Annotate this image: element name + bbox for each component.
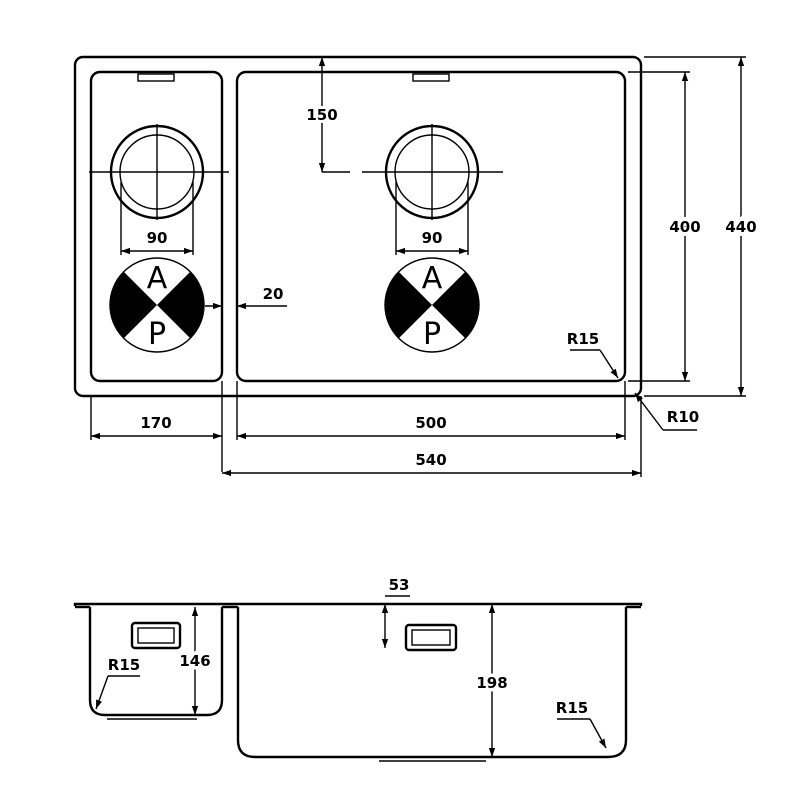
large-bowl-radius-label: R15 bbox=[556, 699, 588, 717]
overall-height-label: 440 bbox=[725, 218, 756, 236]
outer-radius-callout: R10 bbox=[634, 392, 699, 431]
large-waste-dimension: 90 bbox=[395, 182, 469, 255]
overall-width-label: 540 bbox=[415, 451, 446, 469]
large-bowl-overflow bbox=[404, 623, 458, 652]
small-bowl-overflow-slot bbox=[137, 73, 175, 82]
sink-outer-outline bbox=[73, 55, 643, 398]
large-bowl-radius-callout: R15 bbox=[556, 699, 607, 749]
large-bowl-depth-dimension: 198 bbox=[473, 604, 511, 757]
inner-radius-callout: R15 bbox=[567, 330, 619, 379]
small-bowl-width-label: 170 bbox=[140, 414, 171, 432]
small-bowl-waste bbox=[89, 124, 229, 220]
large-bowl-ap-plate: A P bbox=[384, 257, 480, 353]
side-view: 53 146 198 R15 R15 bbox=[73, 576, 643, 762]
small-bowl-ap-plate: A P bbox=[109, 257, 205, 353]
top-view: 90 90 A P A P bbox=[73, 55, 761, 477]
large-bowl-waste bbox=[362, 124, 503, 220]
bowl-height-dimension: 400 bbox=[628, 71, 705, 382]
small-bowl-depth-label: 146 bbox=[179, 652, 210, 670]
large-plate-letter-p: P bbox=[423, 317, 441, 352]
gap-dimension: 20 bbox=[205, 285, 287, 472]
small-plate-letter-a: A bbox=[147, 261, 168, 296]
gap-label: 20 bbox=[263, 285, 284, 303]
inner-radius-label: R15 bbox=[567, 330, 599, 348]
small-plate-letter-p: P bbox=[148, 317, 166, 352]
large-bowl-outline bbox=[235, 70, 627, 383]
bowl-height-label: 400 bbox=[669, 218, 700, 236]
small-bowl-radius-callout: R15 bbox=[95, 656, 140, 710]
small-bowl-overflow bbox=[130, 621, 182, 650]
small-bowl-depth-dimension: 146 bbox=[176, 607, 214, 715]
waste-offset-label: 150 bbox=[306, 106, 337, 124]
waste-offset-dimension: 150 bbox=[303, 57, 350, 173]
small-waste-dimension: 90 bbox=[120, 182, 194, 255]
overflow-offset-label: 53 bbox=[389, 576, 410, 594]
overall-width-dimension: 540 bbox=[222, 396, 642, 477]
small-waste-diameter-label: 90 bbox=[147, 229, 168, 247]
small-bowl-width-dimension: 170 bbox=[90, 396, 222, 440]
large-waste-diameter-label: 90 bbox=[422, 229, 443, 247]
large-bowl-overflow-slot bbox=[412, 73, 450, 82]
large-bowl-profile bbox=[236, 607, 628, 759]
large-bowl-width-label: 500 bbox=[415, 414, 446, 432]
rim-flange bbox=[73, 602, 643, 606]
small-bowl-radius-label: R15 bbox=[108, 656, 140, 674]
outer-radius-label: R10 bbox=[667, 408, 699, 426]
small-bowl-profile bbox=[88, 607, 224, 717]
overflow-offset-dimension: 53 bbox=[381, 576, 410, 648]
large-bowl-width-dimension: 500 bbox=[236, 381, 626, 440]
small-bowl-outline bbox=[89, 70, 224, 383]
large-bowl-depth-label: 198 bbox=[476, 674, 507, 692]
overall-height-dimension: 440 bbox=[644, 56, 761, 397]
large-plate-letter-a: A bbox=[422, 261, 443, 296]
